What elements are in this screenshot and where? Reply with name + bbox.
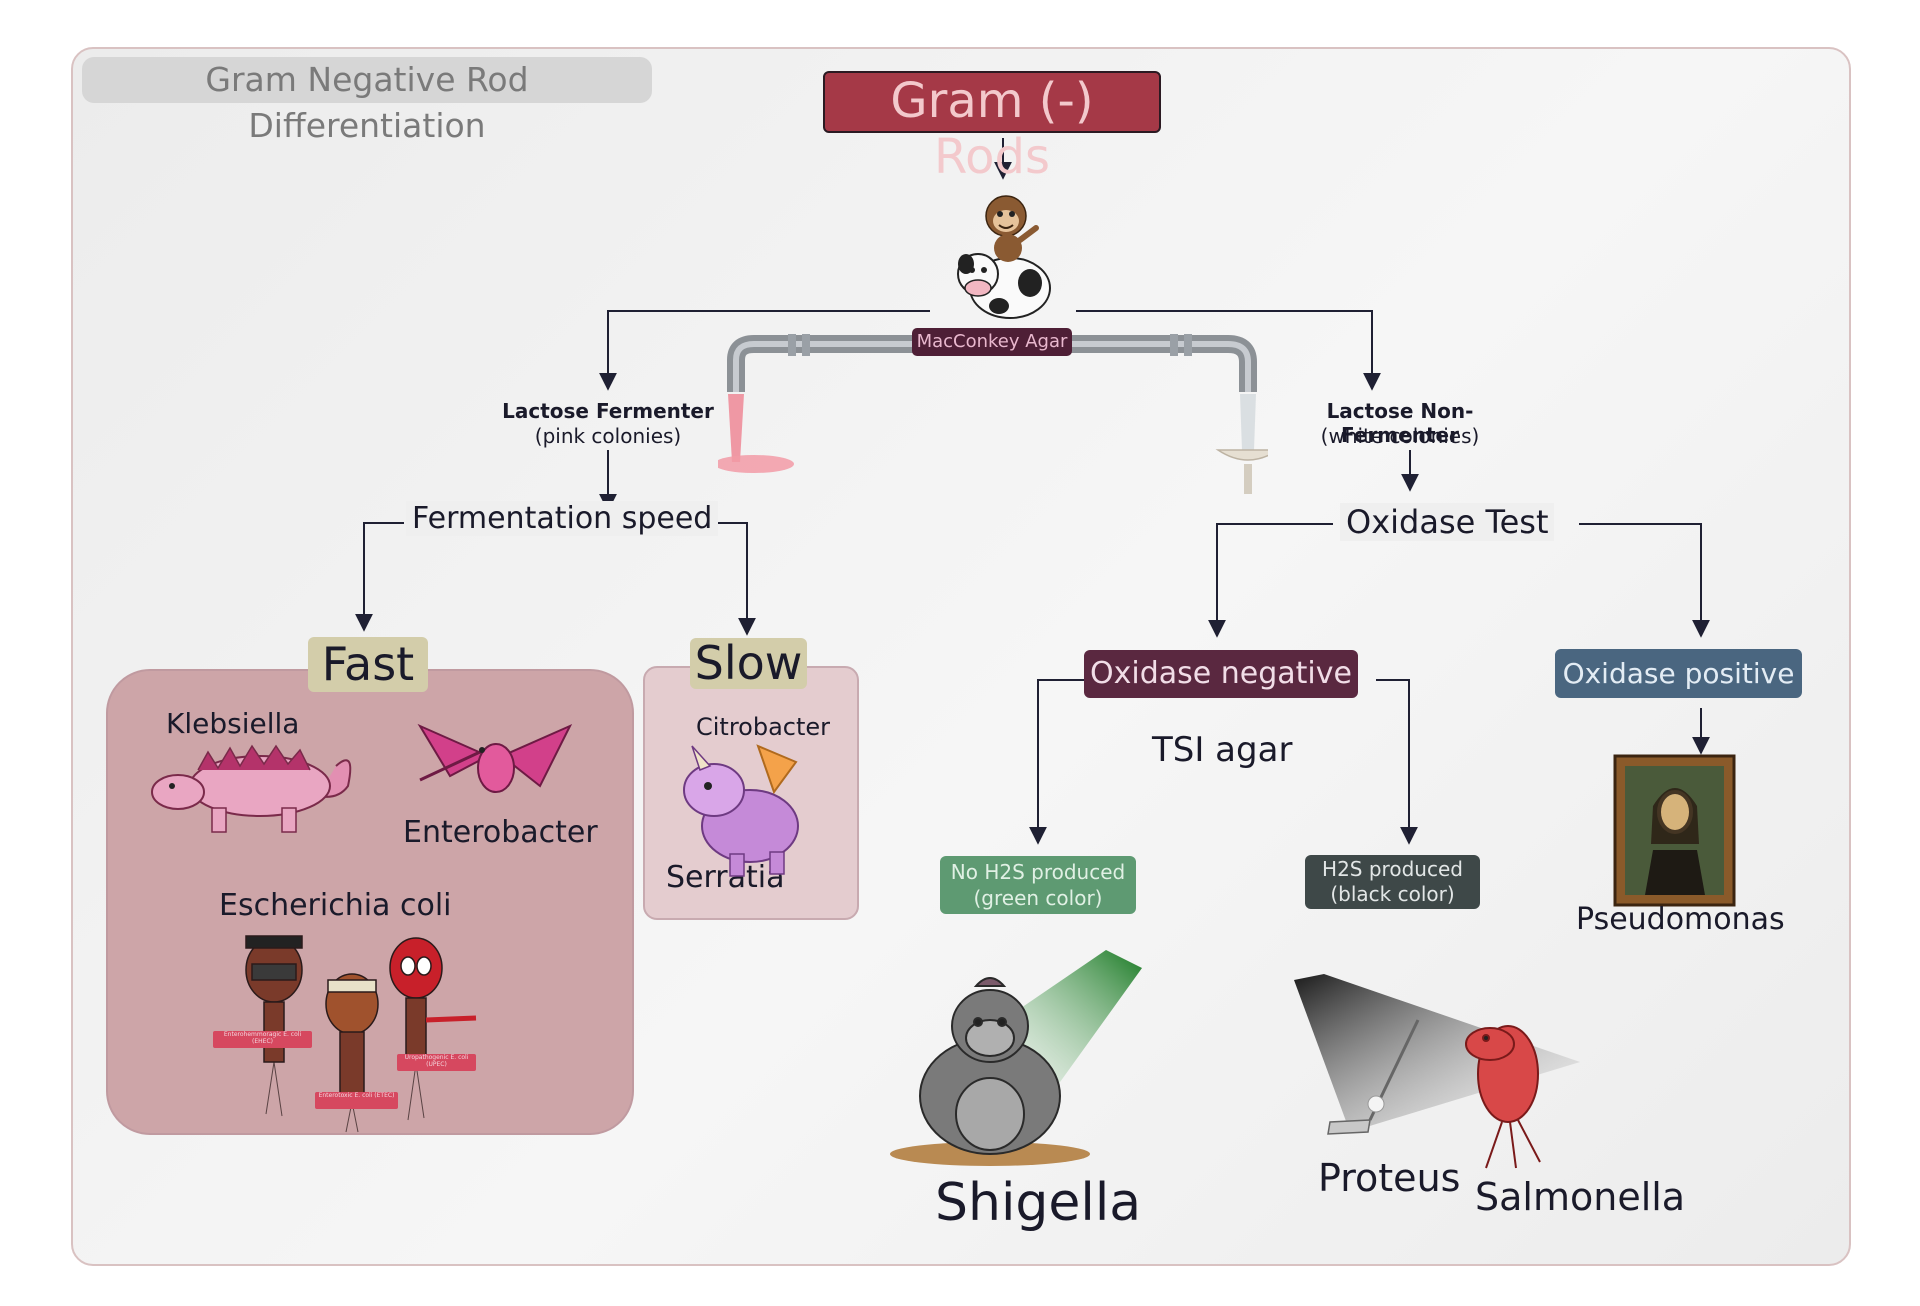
arrow-to-h2s: [1376, 679, 1418, 845]
lactose-fermenter-title: Lactose Fermenter: [502, 399, 714, 423]
cow-icon: [957, 253, 1051, 319]
root-gram-negative-rods: Gram (-) Rods: [823, 71, 1161, 185]
black-spotlight-illustration: [1294, 974, 1580, 1169]
tsi-agar-label: TSI agar: [1152, 730, 1293, 770]
macconkey-agar-label: MacConkey Agar: [912, 328, 1072, 356]
monkey-icon: [985, 195, 1039, 262]
klebsiella-label: Klebsiella: [166, 707, 300, 740]
etec-label: Enterotoxic E. coli (ETEC): [315, 1092, 398, 1109]
salmon-icon: [1465, 1025, 1541, 1169]
arrow-to-oxidase-positive: [1579, 523, 1710, 638]
spotlight-icon: [1294, 974, 1580, 1132]
pipe-icon: [718, 334, 1268, 494]
pink-liquid-icon: [718, 394, 794, 473]
oxidase-negative-box: Oxidase negative: [1084, 650, 1358, 698]
golf-club-icon: [1327, 1019, 1420, 1135]
no-h2s-line1: No H2S produced: [950, 860, 1126, 884]
h2s-line2: (black color): [1330, 882, 1455, 906]
sink-icon: [1215, 394, 1268, 494]
pseudomonas-label: Pseudomonas: [1576, 902, 1785, 937]
oxidase-test-label: Oxidase Test: [1340, 503, 1555, 541]
h2s-box: H2S produced (black color): [1305, 855, 1480, 909]
monkey-on-cow-illustration: [957, 195, 1051, 319]
gorilla-illustration: [890, 950, 1142, 1166]
salmonella-label: Salmonella: [1475, 1175, 1686, 1219]
oxidase-positive-box: Oxidase positive: [1555, 649, 1802, 698]
citrobacter-label: Citrobacter: [696, 713, 831, 741]
lactose-non-fermenter-title: Lactose Non-Fermenter: [1326, 399, 1474, 447]
lactose-non-fermenter-note: (white colonies): [1320, 424, 1480, 448]
slow-label: Slow: [690, 638, 807, 689]
proteus-label: Proteus: [1318, 1156, 1461, 1200]
arrow-to-oxidase-negative: [1208, 523, 1333, 638]
fermentation-speed-label: Fermentation speed: [406, 501, 719, 536]
h2s-line1: H2S produced: [1322, 857, 1463, 881]
pterodactyl-icon: [417, 723, 573, 793]
serratia-label: Serratia: [666, 860, 785, 895]
escherichia-coli-label: Escherichia coli: [219, 888, 452, 923]
arrow-to-lactose-non-fermenter: [1076, 310, 1381, 391]
mona-lisa-icon: [1613, 754, 1736, 907]
diagram-tag: Gram Negative Rod Differentiation: [82, 57, 652, 145]
arrow-to-fast: [355, 522, 404, 632]
gorilla-icon: [919, 977, 1061, 1155]
upec-label: Uropathogenic E. coli (UPEC): [397, 1054, 476, 1071]
arrow-to-slow: [710, 522, 756, 636]
enterobacter-label: Enterobacter: [403, 815, 598, 850]
lactose-fermenter-note: (pink colonies): [534, 424, 682, 448]
ankylosaurus-icon: [151, 744, 352, 833]
ehec-label: Enterohemmoragic E. coli (EHEC): [213, 1031, 312, 1048]
arrow-to-no-h2s: [1029, 679, 1086, 845]
shigella-label: Shigella: [935, 1173, 1142, 1233]
ecoli-character-icon: [245, 935, 477, 1103]
triceratops-icon: [683, 744, 799, 877]
no-h2s-line2: (green color): [973, 886, 1103, 910]
fast-label: Fast: [308, 637, 428, 692]
no-h2s-box: No H2S produced (green color): [940, 856, 1136, 914]
ecoli-characters: [245, 935, 477, 1133]
arrow-to-lactose-fermenter: [599, 310, 930, 391]
